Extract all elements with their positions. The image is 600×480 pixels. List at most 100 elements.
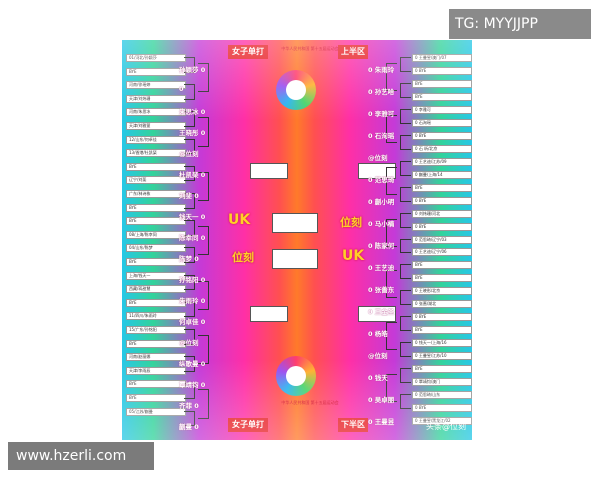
- bracket-line: [184, 111, 195, 127]
- right-slot: 0 石 昕/北京: [412, 144, 472, 153]
- left-slot: 15/广东/孙铭阳: [126, 326, 186, 334]
- right-player-name: 0 钱天: [368, 374, 388, 382]
- bracket-line: [400, 134, 411, 150]
- site-watermark: www.hzerli.com: [8, 442, 154, 470]
- left-slot: 河南/徐瑶婷: [126, 81, 186, 90]
- right-slot: 0 钱天一/上海/16: [412, 339, 472, 348]
- left-player-name: @位刻: [179, 339, 199, 347]
- right-player-name: 0 王艺迪: [368, 264, 395, 272]
- right-slot: 0 王艺迪/辽宁/06: [412, 248, 472, 257]
- right-slot: BYE: [412, 261, 472, 270]
- bracket-line: [184, 329, 195, 345]
- right-player-name: 0 张蔷东: [368, 286, 395, 294]
- right-slot: BYE: [412, 92, 472, 101]
- bracket-line: [184, 57, 195, 73]
- right-slot: 0 王晓彤/北京: [412, 287, 472, 296]
- bracket-line: [386, 166, 397, 195]
- weike-logo-2: UK: [342, 248, 365, 264]
- semi-box-right-bottom: [358, 306, 396, 322]
- bracket-line: [184, 220, 195, 236]
- right-player-name: 0 杨皓: [368, 330, 388, 338]
- left-slot: 河南/朱思冰: [126, 108, 186, 117]
- right-slot: BYE: [412, 183, 472, 192]
- right-slot: 0 张蔷/湖北: [412, 300, 472, 309]
- bracket-line: [400, 160, 411, 176]
- right-slot: 0 范思琦/辽宁/03: [412, 235, 472, 244]
- bracket-line: [184, 247, 195, 263]
- final-box-top: [272, 213, 318, 233]
- left-slot: 11/四川/朱雨玲: [126, 312, 186, 321]
- weike-logo-1: UK: [228, 212, 251, 228]
- left-slot: 辽宁/刘斐: [126, 176, 186, 185]
- right-slot: 0 王艺迪/江苏/09: [412, 157, 472, 166]
- bracket-line: [386, 322, 397, 351]
- right-slot: 0 刘炜珊/河北: [412, 209, 472, 218]
- right-player-name: 0 蒯小明: [368, 198, 395, 206]
- right-slot: 0 BYE: [412, 404, 472, 413]
- bracket-line: [184, 274, 195, 291]
- bracket-line: [184, 84, 195, 100]
- bracket-line: [400, 342, 411, 358]
- bracket-line: [386, 114, 397, 143]
- left-slot: BYE: [126, 394, 186, 402]
- weike-watermark-2: 位刻: [232, 251, 254, 264]
- semi-box-left-bottom: [250, 306, 288, 322]
- games-emblem-icon: [276, 356, 316, 396]
- games-logo-text: 中华人民共和国 第十五届运动会: [281, 46, 339, 51]
- left-slot: 西藏/蒋甜慧: [126, 285, 186, 294]
- left-slot: BYE: [126, 67, 186, 76]
- bracket-line: [198, 335, 209, 365]
- right-player-name: 0 王曼昱: [368, 418, 395, 426]
- right-slot: 0 蒯曼/上海/14: [412, 170, 472, 179]
- half-label-top: 上半区: [338, 45, 368, 59]
- bracket-line: [386, 270, 397, 299]
- bracket-line: [386, 374, 397, 403]
- right-slot: 0 BYE: [412, 313, 472, 322]
- half-label-bottom: 下半区: [338, 418, 368, 432]
- left-player-name: 纵歌曼 0: [179, 360, 206, 368]
- right-slot: 0 BYE: [412, 222, 472, 231]
- right-player-name: 0 马小楠: [368, 220, 395, 228]
- right-slot: 0 BYE: [412, 196, 472, 205]
- draw-title-bottom: 女子单打: [228, 418, 268, 432]
- bracket-line: [184, 193, 195, 209]
- right-slot: 0 石洵瑶: [412, 118, 472, 127]
- games-logo-text: 中华人民共和国 第十五届运动会: [281, 400, 339, 405]
- bracket-line: [400, 212, 411, 228]
- games-logo-top: 中华人民共和国 第十五届运动会: [274, 46, 346, 110]
- bracket-line: [198, 171, 209, 201]
- bracket-line: [184, 165, 195, 182]
- right-slot: 0 BYE: [412, 131, 472, 140]
- left-player-name: 覃靖钧 0: [179, 381, 206, 389]
- games-logo-bottom: 中华人民共和国 第十五届运动会: [274, 356, 346, 405]
- right-player-name: 0 孙艺哈: [368, 88, 395, 96]
- bracket-line: [198, 117, 209, 147]
- bracket-line: [386, 63, 397, 91]
- left-slot: 天津/刘炜珊: [126, 94, 186, 103]
- right-player-name: @位刻: [368, 352, 388, 360]
- left-player-name: 0: [179, 85, 184, 93]
- draw-title-top: 女子单打: [228, 45, 268, 59]
- games-emblem-icon: [276, 70, 316, 110]
- left-slot: BYE: [126, 339, 186, 348]
- right-player-name: 0 吴卓丽: [368, 396, 395, 404]
- left-player-name: 齐菲 0: [179, 402, 199, 410]
- left-slot: 13/香港/杜凯琹: [126, 149, 186, 158]
- left-slot: BYE: [126, 162, 186, 171]
- left-slot: 08/上海/陈幸同: [126, 230, 186, 239]
- left-player-name: 陈幸同 0: [179, 234, 206, 242]
- right-slot: BYE: [412, 274, 472, 283]
- right-player-name: 0 朱雨玲: [368, 66, 395, 74]
- left-slot: BYE: [126, 380, 186, 389]
- bracket-line: [184, 383, 195, 399]
- semi-box-left-top: [250, 163, 288, 179]
- right-slot: 0 王曼昱/澳门/07: [412, 54, 472, 62]
- bracket-line: [400, 316, 411, 332]
- credit-watermark: 头条@位刻: [426, 422, 466, 431]
- bracket-line: [184, 138, 195, 155]
- bracket-line: [198, 389, 209, 419]
- bracket-line: [184, 301, 195, 318]
- right-player-name: 0 石洵瑶: [368, 132, 395, 140]
- bracket-line: [400, 57, 411, 72]
- left-player-name: 蒯曼 0: [179, 423, 199, 431]
